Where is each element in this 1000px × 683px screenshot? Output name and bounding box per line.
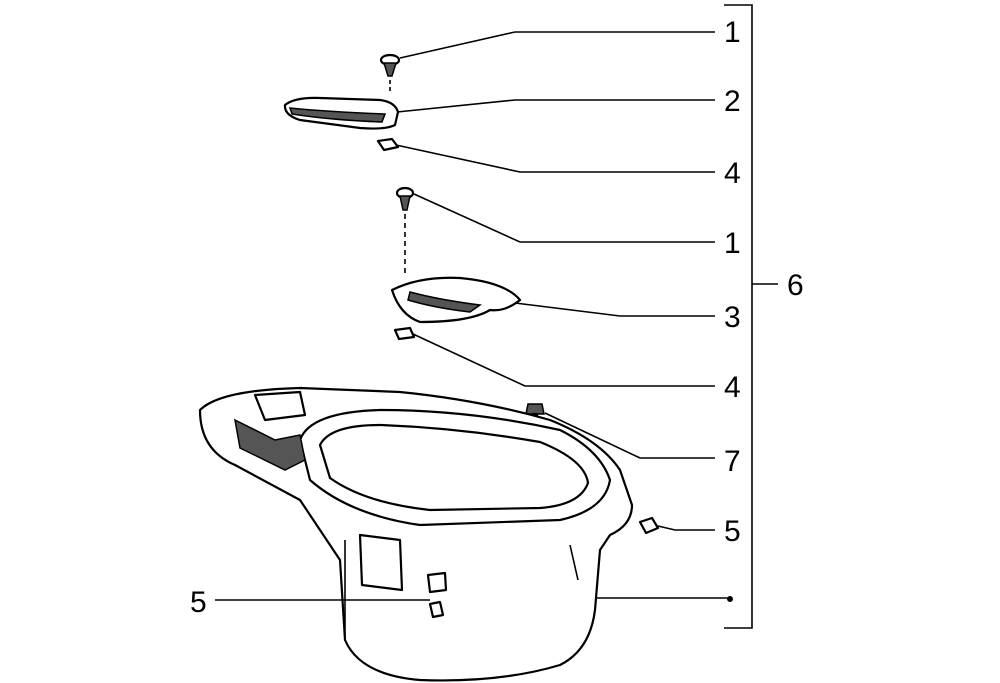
callout-4-top: 4 (724, 157, 741, 190)
screw-middle (395, 186, 415, 275)
small-cover (283, 96, 400, 130)
callout-1-middle: 1 (724, 227, 741, 260)
callout-6-group: 6 (787, 269, 804, 302)
callout-4-middle: 4 (724, 371, 741, 404)
curved-cover (390, 276, 522, 324)
clip-top (376, 137, 400, 152)
group-dot (727, 596, 733, 602)
callout-1-top: 1 (724, 16, 741, 49)
nut-right (638, 516, 660, 535)
leader-lines (215, 31, 733, 602)
nut-left (428, 600, 445, 619)
callout-2: 2 (724, 85, 741, 118)
helmet-compartment (198, 386, 634, 682)
callout-7: 7 (724, 445, 741, 478)
clip-middle (393, 326, 416, 341)
screw-top (379, 53, 401, 92)
group-bracket (724, 4, 778, 629)
callout-5-left: 5 (190, 586, 207, 619)
callout-3: 3 (724, 301, 741, 334)
callout-5-right: 5 (724, 515, 741, 548)
